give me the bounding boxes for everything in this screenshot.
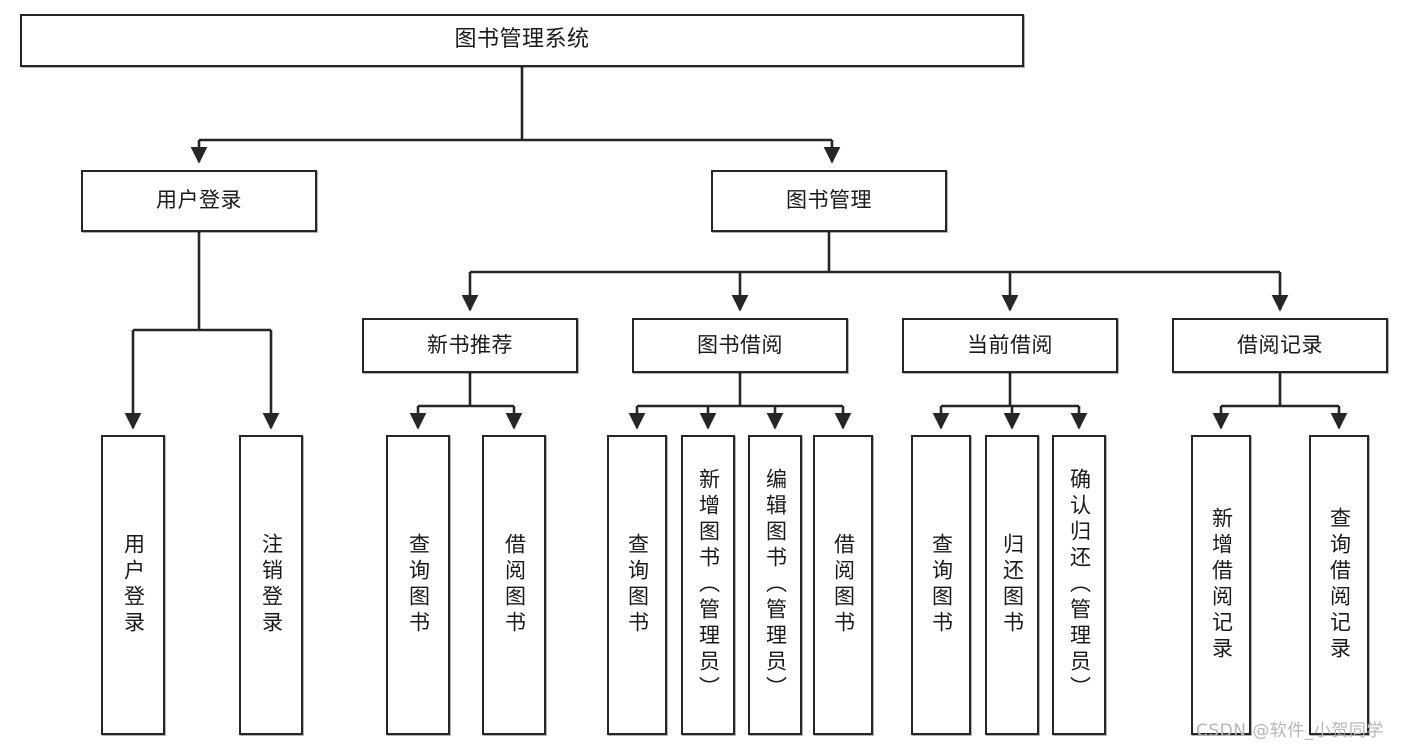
leaf-node-label: 注销登录	[259, 533, 284, 637]
node-book-management[interactable]: 图书管理	[711, 170, 947, 232]
leaf-node[interactable]: 借阅图书	[813, 435, 873, 735]
leaf-node-label: 归还图书	[1000, 533, 1025, 637]
node-current-borrow[interactable]: 当前借阅	[902, 318, 1118, 373]
node-root[interactable]: 图书管理系统	[20, 14, 1024, 67]
watermark-text: CSDN @软件_小贺同学	[1196, 721, 1384, 741]
node-borrow-records-label: 借阅记录	[1237, 332, 1323, 357]
leaf-node[interactable]: 查询图书	[607, 435, 667, 735]
leaf-node[interactable]: 用户登录	[101, 435, 165, 735]
leaf-node-label: 查询图书	[406, 533, 431, 637]
leaf-node[interactable]: 借阅图书	[482, 435, 546, 735]
leaf-node-label: 新增图书（管理员）	[696, 468, 721, 702]
leaf-node-label: 确认归还（管理员）	[1067, 468, 1092, 702]
node-user-login-label: 用户登录	[156, 188, 242, 213]
leaf-node-label: 查询图书	[625, 533, 650, 637]
leaf-node[interactable]: 查询图书	[911, 435, 971, 735]
leaf-node-label: 借阅图书	[502, 533, 527, 637]
leaf-node[interactable]: 确认归还（管理员）	[1052, 435, 1106, 735]
node-new-book-recommend[interactable]: 新书推荐	[362, 318, 578, 373]
leaf-node[interactable]: 新增借阅记录	[1191, 435, 1251, 735]
leaf-node-label: 查询图书	[929, 533, 954, 637]
leaf-node-label: 新增借阅记录	[1209, 507, 1234, 663]
leaf-node[interactable]: 归还图书	[985, 435, 1039, 735]
node-book-management-label: 图书管理	[786, 188, 872, 213]
node-current-borrow-label: 当前借阅	[967, 332, 1053, 357]
leaf-node-label: 编辑图书（管理员）	[763, 468, 788, 702]
node-book-borrow[interactable]: 图书借阅	[632, 318, 848, 373]
leaf-node[interactable]: 编辑图书（管理员）	[748, 435, 802, 735]
node-new-book-recommend-label: 新书推荐	[427, 332, 513, 357]
leaf-node[interactable]: 查询借阅记录	[1309, 435, 1369, 735]
leaf-node-label: 借阅图书	[831, 533, 856, 637]
node-book-borrow-label: 图书借阅	[697, 332, 783, 357]
leaf-node-label: 查询借阅记录	[1327, 507, 1352, 663]
leaf-node[interactable]: 注销登录	[239, 435, 303, 735]
leaf-node[interactable]: 查询图书	[386, 435, 450, 735]
node-user-login[interactable]: 用户登录	[81, 170, 317, 232]
leaf-node-label: 用户登录	[121, 533, 146, 637]
node-root-label: 图书管理系统	[454, 27, 590, 53]
node-borrow-records[interactable]: 借阅记录	[1172, 318, 1388, 373]
leaf-node[interactable]: 新增图书（管理员）	[681, 435, 735, 735]
